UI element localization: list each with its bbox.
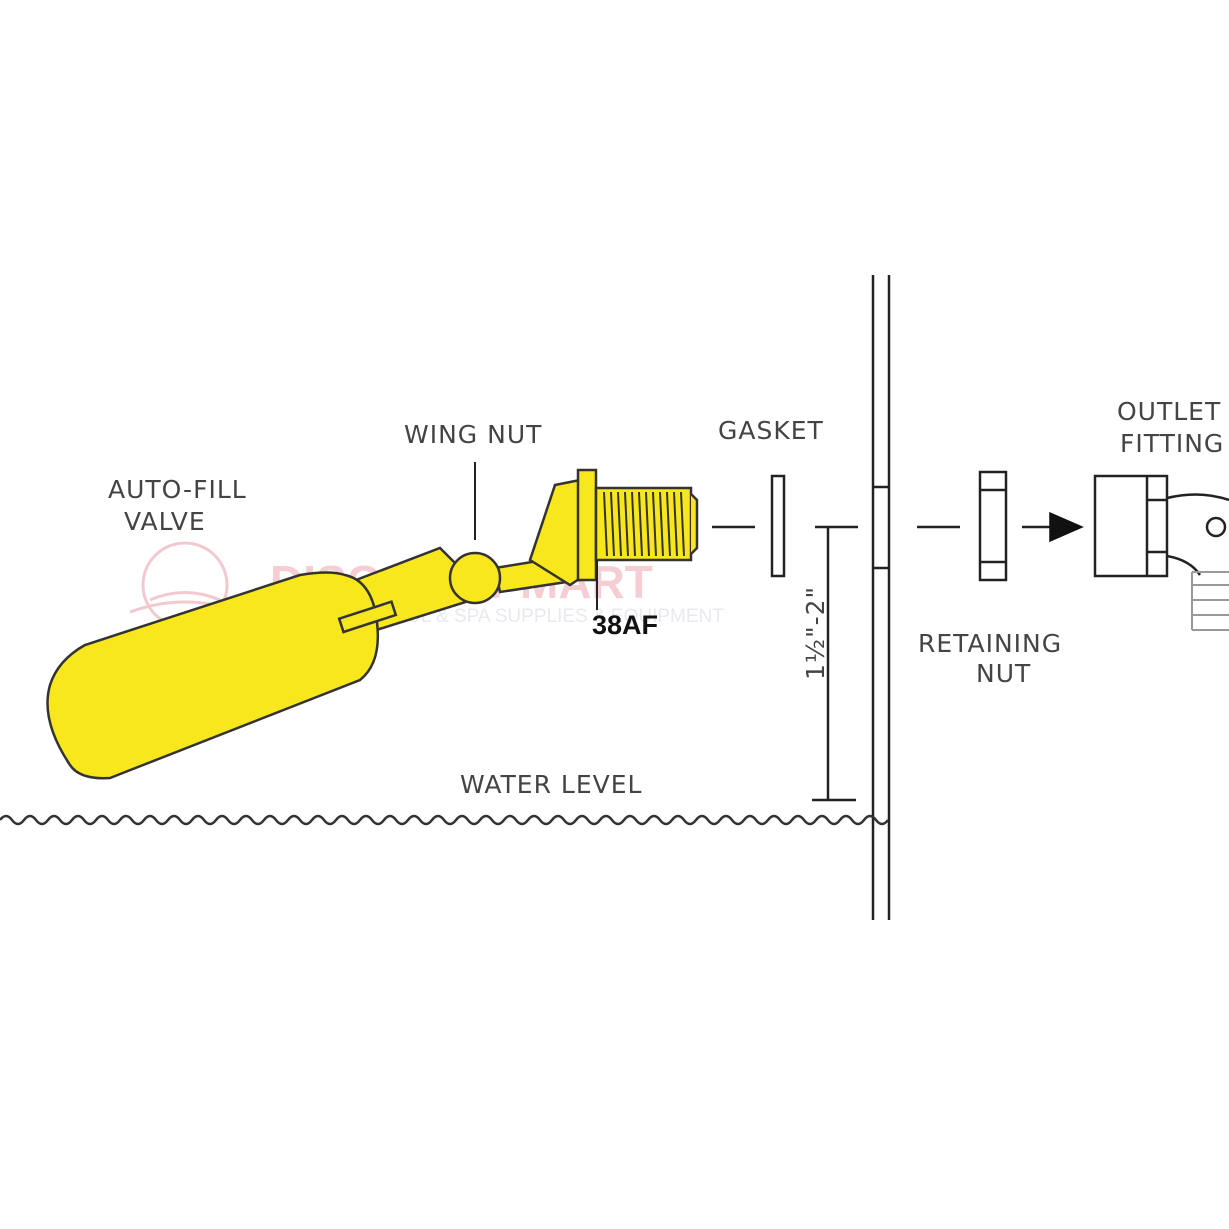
thread-line (617, 491, 622, 557)
retaining-nut (978, 470, 1008, 582)
label-auto-fill-line2: VALVE (124, 507, 206, 536)
thread-line (666, 491, 671, 557)
assembly-arrow-icon (1049, 511, 1084, 543)
label-auto-fill-line1: AUTO-FILL (108, 475, 247, 504)
thread-line (645, 491, 650, 557)
thread-line (673, 491, 678, 557)
label-retaining-line2: NUT (976, 659, 1031, 688)
thread-line (680, 491, 685, 557)
label-outlet-line2: FITTING (1120, 429, 1224, 458)
wing-nut (448, 551, 502, 605)
thread-line (631, 491, 636, 557)
label-water-level: WATER LEVEL (460, 770, 642, 799)
thread-line (659, 491, 664, 557)
label-outlet-line1: OUTLET (1117, 397, 1221, 426)
label-dimension: 1½"-2" (801, 586, 830, 680)
outlet-fitting (1093, 474, 1229, 578)
auto-fill-valve-float (46, 546, 474, 780)
gasket (770, 474, 786, 578)
valve-threads (603, 491, 685, 557)
label-wing-nut: WING NUT (404, 420, 542, 449)
thread-line (610, 491, 615, 557)
outlet-hose (1191, 571, 1229, 631)
label-model: 38AF (592, 610, 658, 640)
thread-line (603, 491, 608, 557)
pool-wall (871, 275, 891, 920)
thread-line (624, 491, 629, 557)
label-gasket: GASKET (718, 416, 824, 445)
label-retaining-line1: RETAINING (918, 629, 1062, 658)
thread-line (638, 491, 643, 557)
water-level-wave (0, 814, 889, 826)
dimension-marker (812, 527, 856, 802)
thread-line (652, 491, 657, 557)
